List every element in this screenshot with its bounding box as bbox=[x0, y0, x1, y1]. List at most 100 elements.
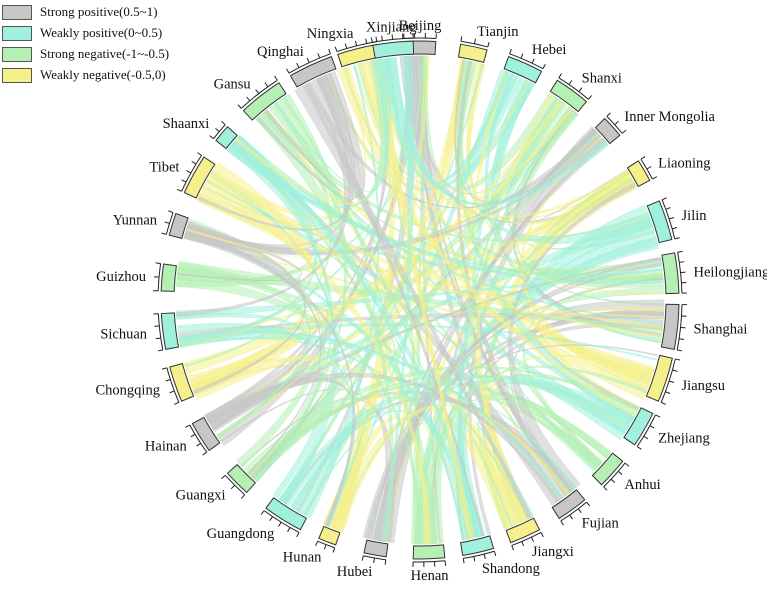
tick-mark bbox=[384, 559, 387, 565]
label-ningxia: Ningxia bbox=[307, 26, 354, 42]
label-hubei: Hubei bbox=[337, 564, 372, 580]
tick-mark bbox=[640, 156, 646, 160]
tick-mark bbox=[606, 112, 611, 117]
tick-mark bbox=[161, 367, 168, 370]
tick-mark bbox=[365, 38, 368, 44]
tick-mark bbox=[209, 135, 214, 140]
tick-mark bbox=[246, 96, 251, 102]
segment-tibet bbox=[183, 156, 216, 199]
tick-mark bbox=[315, 540, 319, 546]
label-inner-mongolia: Inner Mongolia bbox=[624, 109, 715, 125]
tick-rail-guangxi bbox=[224, 474, 246, 496]
tick-mark bbox=[578, 87, 583, 92]
label-guangxi: Guangxi bbox=[176, 487, 226, 503]
tick-mark bbox=[560, 520, 564, 526]
segment-shanghai bbox=[660, 303, 680, 351]
tick-mark bbox=[370, 37, 373, 43]
legend-swatch bbox=[2, 67, 32, 83]
segment-jiangsu bbox=[645, 354, 673, 402]
tick-mark bbox=[278, 521, 282, 527]
ribbon-yunnan bbox=[184, 230, 322, 475]
tick-mark bbox=[391, 34, 394, 40]
legend-item-strong-negative: Strong negative(-1~-0.5) bbox=[2, 44, 169, 64]
label-yunnan: Yunnan bbox=[113, 213, 158, 229]
tick-mark bbox=[264, 82, 269, 87]
tick-mark bbox=[643, 435, 649, 440]
ribbon-yunnan bbox=[184, 222, 307, 395]
tick-mark bbox=[568, 80, 573, 85]
tick-rail-shanghai bbox=[676, 304, 683, 351]
tick-mark bbox=[334, 46, 338, 52]
ribbon-ningxia bbox=[366, 59, 476, 539]
label-chongqing: Chongqing bbox=[96, 383, 160, 399]
tick-mark bbox=[617, 470, 623, 475]
tick-rail-guizhou bbox=[157, 263, 162, 291]
segment-hunan bbox=[318, 525, 341, 546]
tick-mark bbox=[677, 250, 683, 253]
tick-mark bbox=[621, 129, 627, 134]
tick-mark bbox=[487, 41, 490, 48]
tick-mark bbox=[168, 210, 174, 214]
tick-mark bbox=[354, 40, 358, 46]
tick-mark bbox=[558, 73, 562, 79]
tick-mark bbox=[317, 53, 321, 59]
tick-mark bbox=[344, 43, 348, 49]
segment-inner-mongolia bbox=[594, 117, 621, 145]
label-hunan: Hunan bbox=[283, 550, 322, 566]
tick-mark bbox=[530, 536, 534, 542]
segment-shandong bbox=[460, 535, 495, 557]
ribbon-tibet bbox=[201, 178, 432, 545]
tick-mark bbox=[269, 516, 273, 521]
tick-mark bbox=[381, 35, 383, 41]
segment-xinjiang bbox=[372, 40, 415, 59]
segment-jiangxi bbox=[505, 517, 541, 544]
tick-mark bbox=[652, 176, 658, 180]
tick-mark bbox=[328, 48, 331, 54]
label-xinjiang: Xinjiang bbox=[366, 20, 417, 36]
label-sichuan: Sichuan bbox=[100, 327, 147, 343]
tick-mark bbox=[586, 501, 591, 507]
ribbon-chongqing bbox=[188, 99, 564, 392]
tick-mark bbox=[521, 541, 525, 547]
tick-mark bbox=[237, 104, 242, 109]
tick-mark bbox=[181, 179, 187, 183]
ribbon-guangxi bbox=[243, 365, 640, 477]
label-hebei: Hebei bbox=[532, 42, 567, 58]
label-qinghai: Qinghai bbox=[257, 44, 304, 60]
tick-mark bbox=[373, 557, 375, 564]
legend-label: Strong negative(-1~-0.5) bbox=[40, 46, 170, 61]
tick-mark bbox=[473, 38, 477, 44]
tick-mark bbox=[169, 390, 175, 394]
label-zhejiang: Zhejiang bbox=[658, 431, 710, 447]
tick-mark bbox=[287, 527, 291, 533]
label-gansu: Gansu bbox=[214, 76, 251, 92]
label-shanghai: Shanghai bbox=[693, 322, 747, 338]
tick-mark bbox=[655, 414, 661, 418]
tick-mark bbox=[221, 474, 226, 480]
legend-swatch bbox=[2, 25, 32, 41]
segment-zhejiang bbox=[623, 407, 654, 446]
tick-mark bbox=[202, 451, 207, 456]
ribbon-zhejiang bbox=[456, 59, 638, 424]
tick-mark bbox=[196, 442, 201, 447]
tick-mark bbox=[190, 433, 196, 438]
segment-hainan bbox=[191, 416, 221, 452]
segment-shaanxi bbox=[215, 125, 238, 150]
ribbon-qinghai bbox=[176, 76, 351, 317]
segment-sichuan bbox=[160, 312, 180, 351]
label-liaoning: Liaoning bbox=[658, 156, 710, 172]
tick-mark bbox=[176, 188, 182, 192]
tick-mark bbox=[174, 401, 180, 405]
tick-mark bbox=[646, 166, 652, 170]
legend-label: Strong positive(0.5~1) bbox=[40, 4, 158, 19]
tick-mark bbox=[677, 349, 683, 352]
tick-mark bbox=[520, 53, 524, 59]
label-guangdong: Guangdong bbox=[207, 526, 275, 542]
tick-mark bbox=[569, 514, 573, 520]
ribbon-gansu bbox=[272, 101, 476, 539]
tick-mark bbox=[286, 68, 290, 74]
segment-hubei bbox=[363, 539, 389, 558]
tick-mark bbox=[493, 551, 497, 557]
